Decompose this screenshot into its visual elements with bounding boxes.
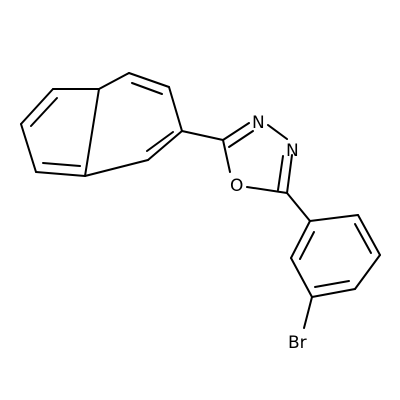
- bond: [35, 171, 86, 177]
- double-bond-inner: [314, 280, 350, 288]
- bond-naphthyl-oxadiazole: [181, 130, 224, 141]
- double-bond-inner: [299, 231, 315, 260]
- double-bond-inner: [228, 130, 254, 148]
- double-bond-inner: [30, 97, 58, 127]
- nitrogen-label-2: N: [286, 141, 299, 161]
- bond: [222, 122, 250, 141]
- oxygen-label: O: [230, 176, 243, 196]
- bond: [128, 72, 170, 88]
- bond: [20, 123, 37, 173]
- bond: [311, 288, 356, 298]
- bond: [357, 214, 381, 256]
- bond: [267, 124, 288, 140]
- double-bond-inner: [131, 82, 163, 95]
- bromine-label: Br: [288, 333, 307, 353]
- double-bond-inner: [354, 223, 372, 254]
- bond: [168, 86, 183, 132]
- naphthalene-ring-left: [20, 88, 100, 177]
- naphthalene-ring-right: [84, 72, 183, 177]
- oxadiazole-ring: [222, 122, 293, 194]
- double-bond-inner: [277, 155, 284, 191]
- bond: [84, 159, 149, 177]
- bond: [290, 257, 313, 298]
- bromophenyl-ring: [290, 214, 381, 298]
- bond: [309, 214, 359, 222]
- bond: [147, 130, 183, 161]
- bond: [290, 220, 311, 259]
- bond: [246, 186, 288, 194]
- bond-carbon-bromine: [303, 296, 313, 329]
- bond: [98, 72, 130, 90]
- bond: [84, 88, 100, 177]
- bond: [354, 254, 381, 290]
- nitrogen-label-1: N: [252, 113, 265, 133]
- bond: [20, 88, 54, 125]
- double-bond-inner: [42, 162, 81, 167]
- double-bond-inner: [146, 131, 174, 152]
- bond-oxadiazole-phenyl: [286, 192, 311, 222]
- bond: [222, 139, 231, 173]
- bond: [286, 154, 293, 194]
